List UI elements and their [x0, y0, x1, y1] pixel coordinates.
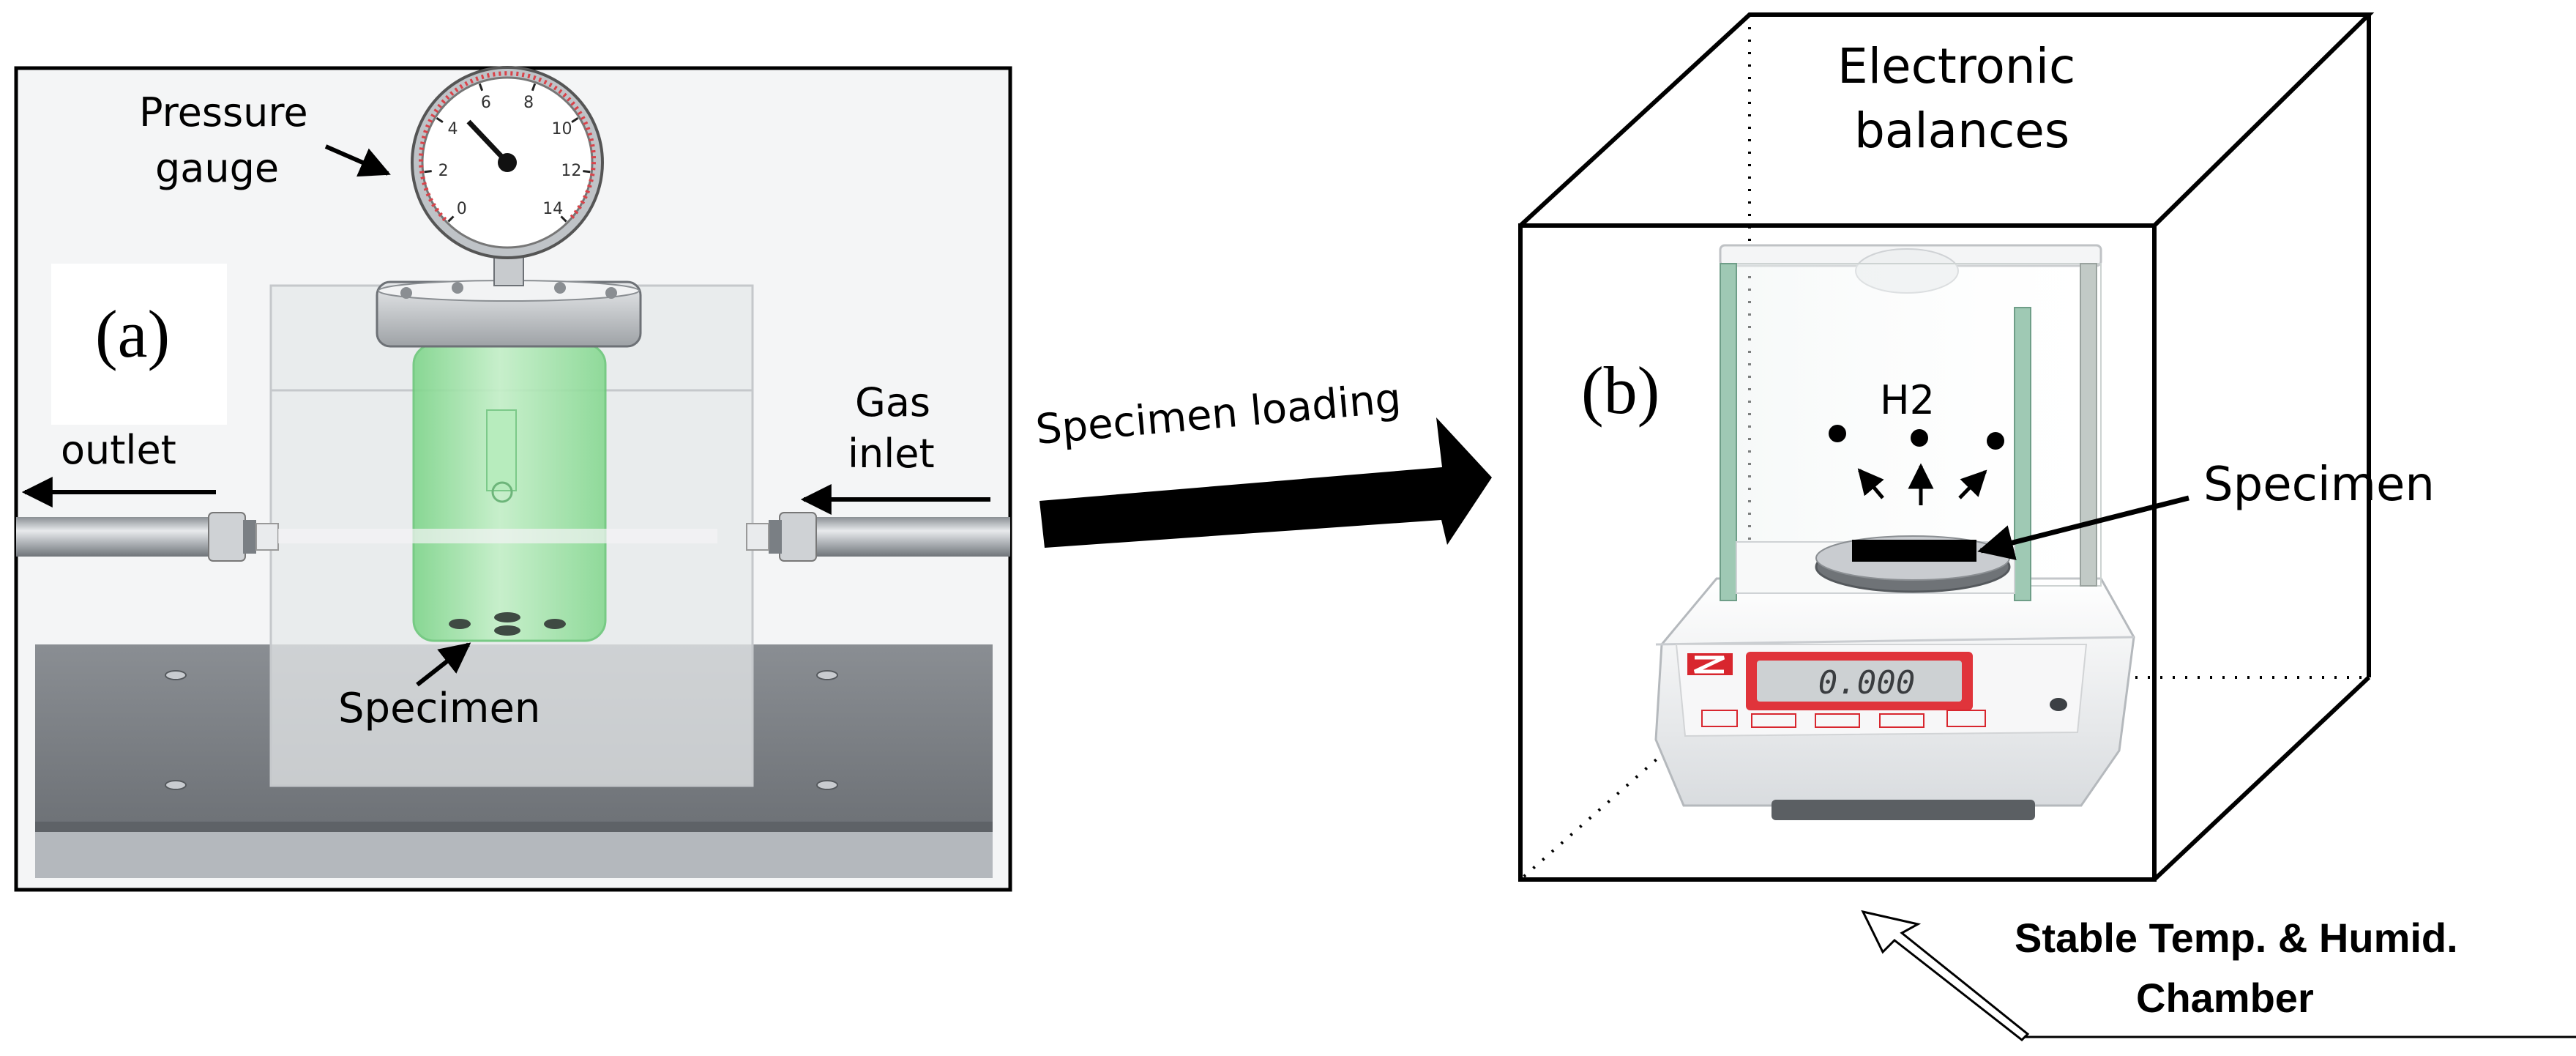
- inlet-pipe: [746, 512, 1010, 562]
- gauge-tick-mark: [424, 170, 432, 174]
- gauge-tick-mark: [447, 215, 455, 223]
- chamber-label-line1: Stable Temp. & Humid.: [2015, 915, 2458, 961]
- gauge-tick-mark: [531, 83, 537, 92]
- glass-post-right: [2014, 307, 2031, 601]
- specimen-pointer-arrow-b: [1977, 495, 2189, 560]
- gauge-pointer-arrow: [324, 144, 391, 177]
- specimen-plate-b: [1852, 540, 1976, 562]
- base-plate-edge: [35, 831, 993, 878]
- gauge-tick-label: 8: [523, 94, 534, 112]
- specimen-label-a: Specimen: [338, 685, 541, 732]
- gauge-tick-mark: [436, 117, 444, 123]
- specimen-label-b: Specimen: [2203, 458, 2435, 512]
- gauge-tick-label: 6: [481, 94, 491, 112]
- gauge-tick-mark: [583, 170, 591, 174]
- gas-inlet-label-line1: Gas: [855, 379, 931, 425]
- gauge-tick-label: 12: [561, 162, 581, 180]
- gauge-tick-label: 10: [552, 120, 572, 138]
- gauge-tick-label: 4: [448, 120, 458, 138]
- panel-a-letter: (a): [95, 297, 171, 371]
- pressure-vessel: [412, 343, 607, 642]
- balance-buttons: [1701, 710, 1986, 728]
- panel-b-letter: (b): [1581, 353, 1660, 428]
- chamber-annotation-arrow: [1861, 910, 2576, 1041]
- gauge-tick-label: 14: [542, 200, 563, 218]
- gas-inlet-label-line2: inlet: [848, 431, 935, 477]
- gauge-tick-mark: [560, 215, 567, 223]
- gauge-tick-label: 2: [438, 162, 449, 180]
- electronic-balances-label-line1: Electronic: [1837, 38, 2076, 94]
- pressure-gauge-label-line1: Pressure: [139, 89, 308, 135]
- pressure-gauge: 0 2 4 6 8 10 12 14: [411, 66, 604, 259]
- glass-post-left: [1720, 263, 1737, 601]
- electronic-balance: 0.000: [1654, 244, 2135, 820]
- gauge-tick-label: 0: [457, 200, 467, 218]
- h2-release: [1829, 425, 2004, 505]
- chamber-label-line2: Chamber: [2136, 975, 2314, 1021]
- balance-display-value: 0.000: [1818, 664, 1915, 702]
- specimen-disks-a: [449, 612, 566, 636]
- gauge-tick-mark: [478, 83, 484, 92]
- base-plate-lip: [35, 822, 993, 832]
- panel-b: 0.000: [1518, 12, 2576, 1041]
- outlet-pipe: [16, 512, 717, 562]
- gauge-tick-mark: [571, 117, 579, 123]
- h2-label: H2: [1880, 377, 1935, 423]
- base-bolts: [165, 670, 838, 790]
- specimen-pointer-arrow-a: [416, 642, 471, 687]
- electronic-balances-label-line2: balances: [1854, 103, 2070, 159]
- outlet-label: outlet: [61, 427, 176, 473]
- pressure-gauge-label-line2: gauge: [155, 145, 280, 191]
- specimen-loading-arrow: [1039, 417, 1492, 548]
- panel-a: 0 2 4 6 8 10 12 14: [14, 66, 1012, 892]
